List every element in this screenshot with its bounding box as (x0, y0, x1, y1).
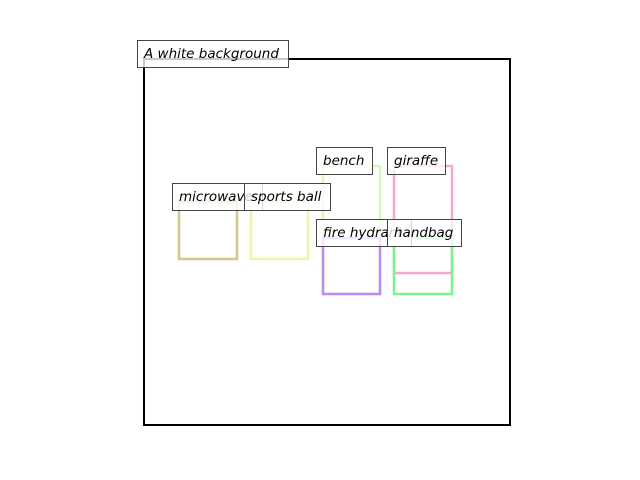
caption-background (137, 40, 289, 68)
label-background (387, 147, 446, 175)
label-text-giraffe: giraffe (394, 153, 438, 169)
label-tag-giraffe: giraffe (387, 147, 446, 175)
label-text-fire-hydrant: fire hydrant (323, 225, 403, 241)
label-text-sports-ball: sports ball (251, 189, 322, 205)
caption-tag: A white background (137, 40, 289, 68)
caption-text: A white background (143, 46, 279, 62)
label-background (244, 183, 331, 211)
label-tag-sports-ball: sports ball (244, 183, 331, 211)
label-text-handbag: handbag (394, 225, 454, 241)
label-tag-bench: bench (316, 147, 373, 175)
label-text-bench: bench (323, 153, 364, 169)
label-tag-handbag: handbag (387, 219, 462, 247)
label-background (316, 147, 373, 175)
label-background (387, 219, 462, 247)
label-text-microwave: microwave (179, 189, 253, 205)
